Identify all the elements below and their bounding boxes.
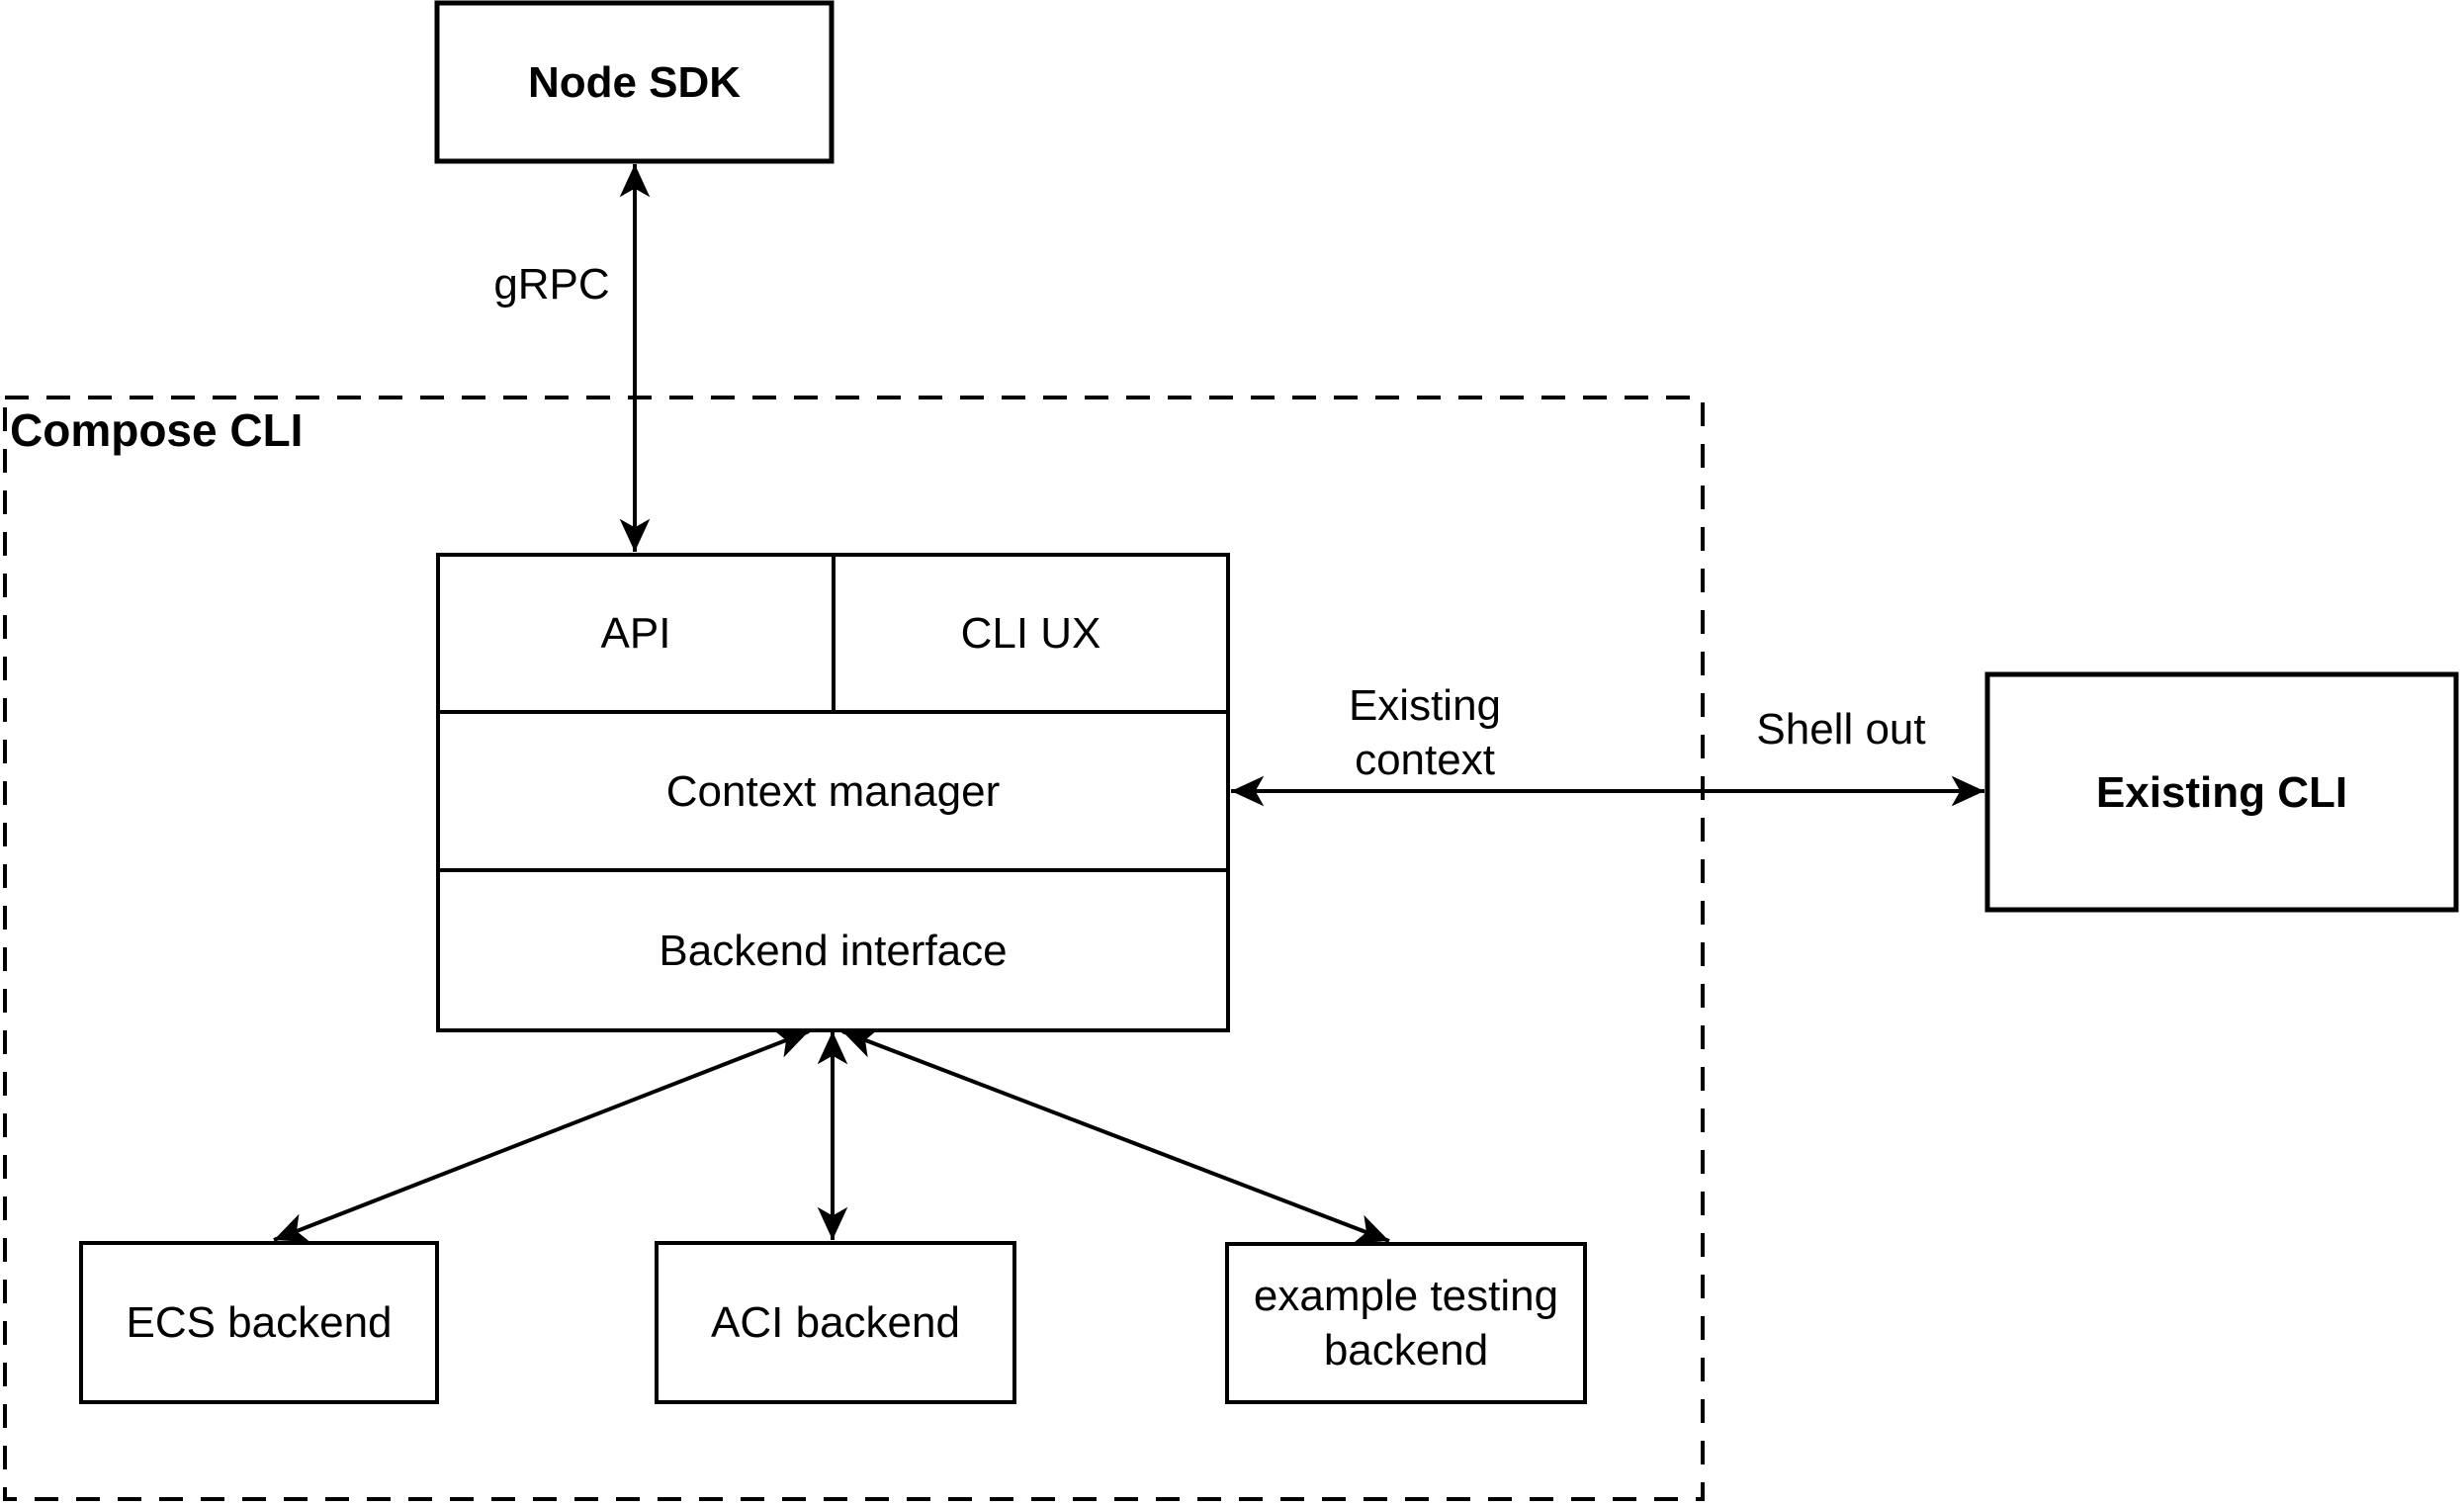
grpc-edge-label: gRPC: [493, 259, 610, 309]
example-testing-backend-label: example testing backend: [1253, 1272, 1559, 1374]
shell-out-edge-label: Shell out: [1756, 704, 1926, 754]
existing-cli-box: [1984, 671, 2459, 913]
aci-backend-label: ACI backend: [711, 1298, 960, 1347]
cli-ux-label: CLI UX: [960, 609, 1101, 658]
ecs-backend-box: [79, 1241, 439, 1404]
node-sdk-label: Node SDK: [527, 57, 742, 107]
backend-interface-label: Backend interface: [659, 926, 1008, 975]
existing-cli-label: Existing CLI: [2095, 767, 2348, 817]
existing-context-edge-label: Existing context: [1348, 681, 1502, 784]
compose-cli-label: Compose CLI: [10, 404, 304, 456]
aci-backend-box: [655, 1241, 1016, 1404]
ecs-backend-label: ECS backend: [126, 1298, 393, 1347]
compose-cli-container: [3, 396, 1705, 1501]
ecs-backend-arrow: [273, 1028, 810, 1243]
example-testing-backend-box: [1225, 1242, 1587, 1404]
example-testing-backend-arrow: [841, 1028, 1390, 1244]
api-label: API: [600, 609, 671, 658]
context-manager-label: Context manager: [665, 766, 1001, 816]
node-sdk-box: [434, 0, 835, 164]
